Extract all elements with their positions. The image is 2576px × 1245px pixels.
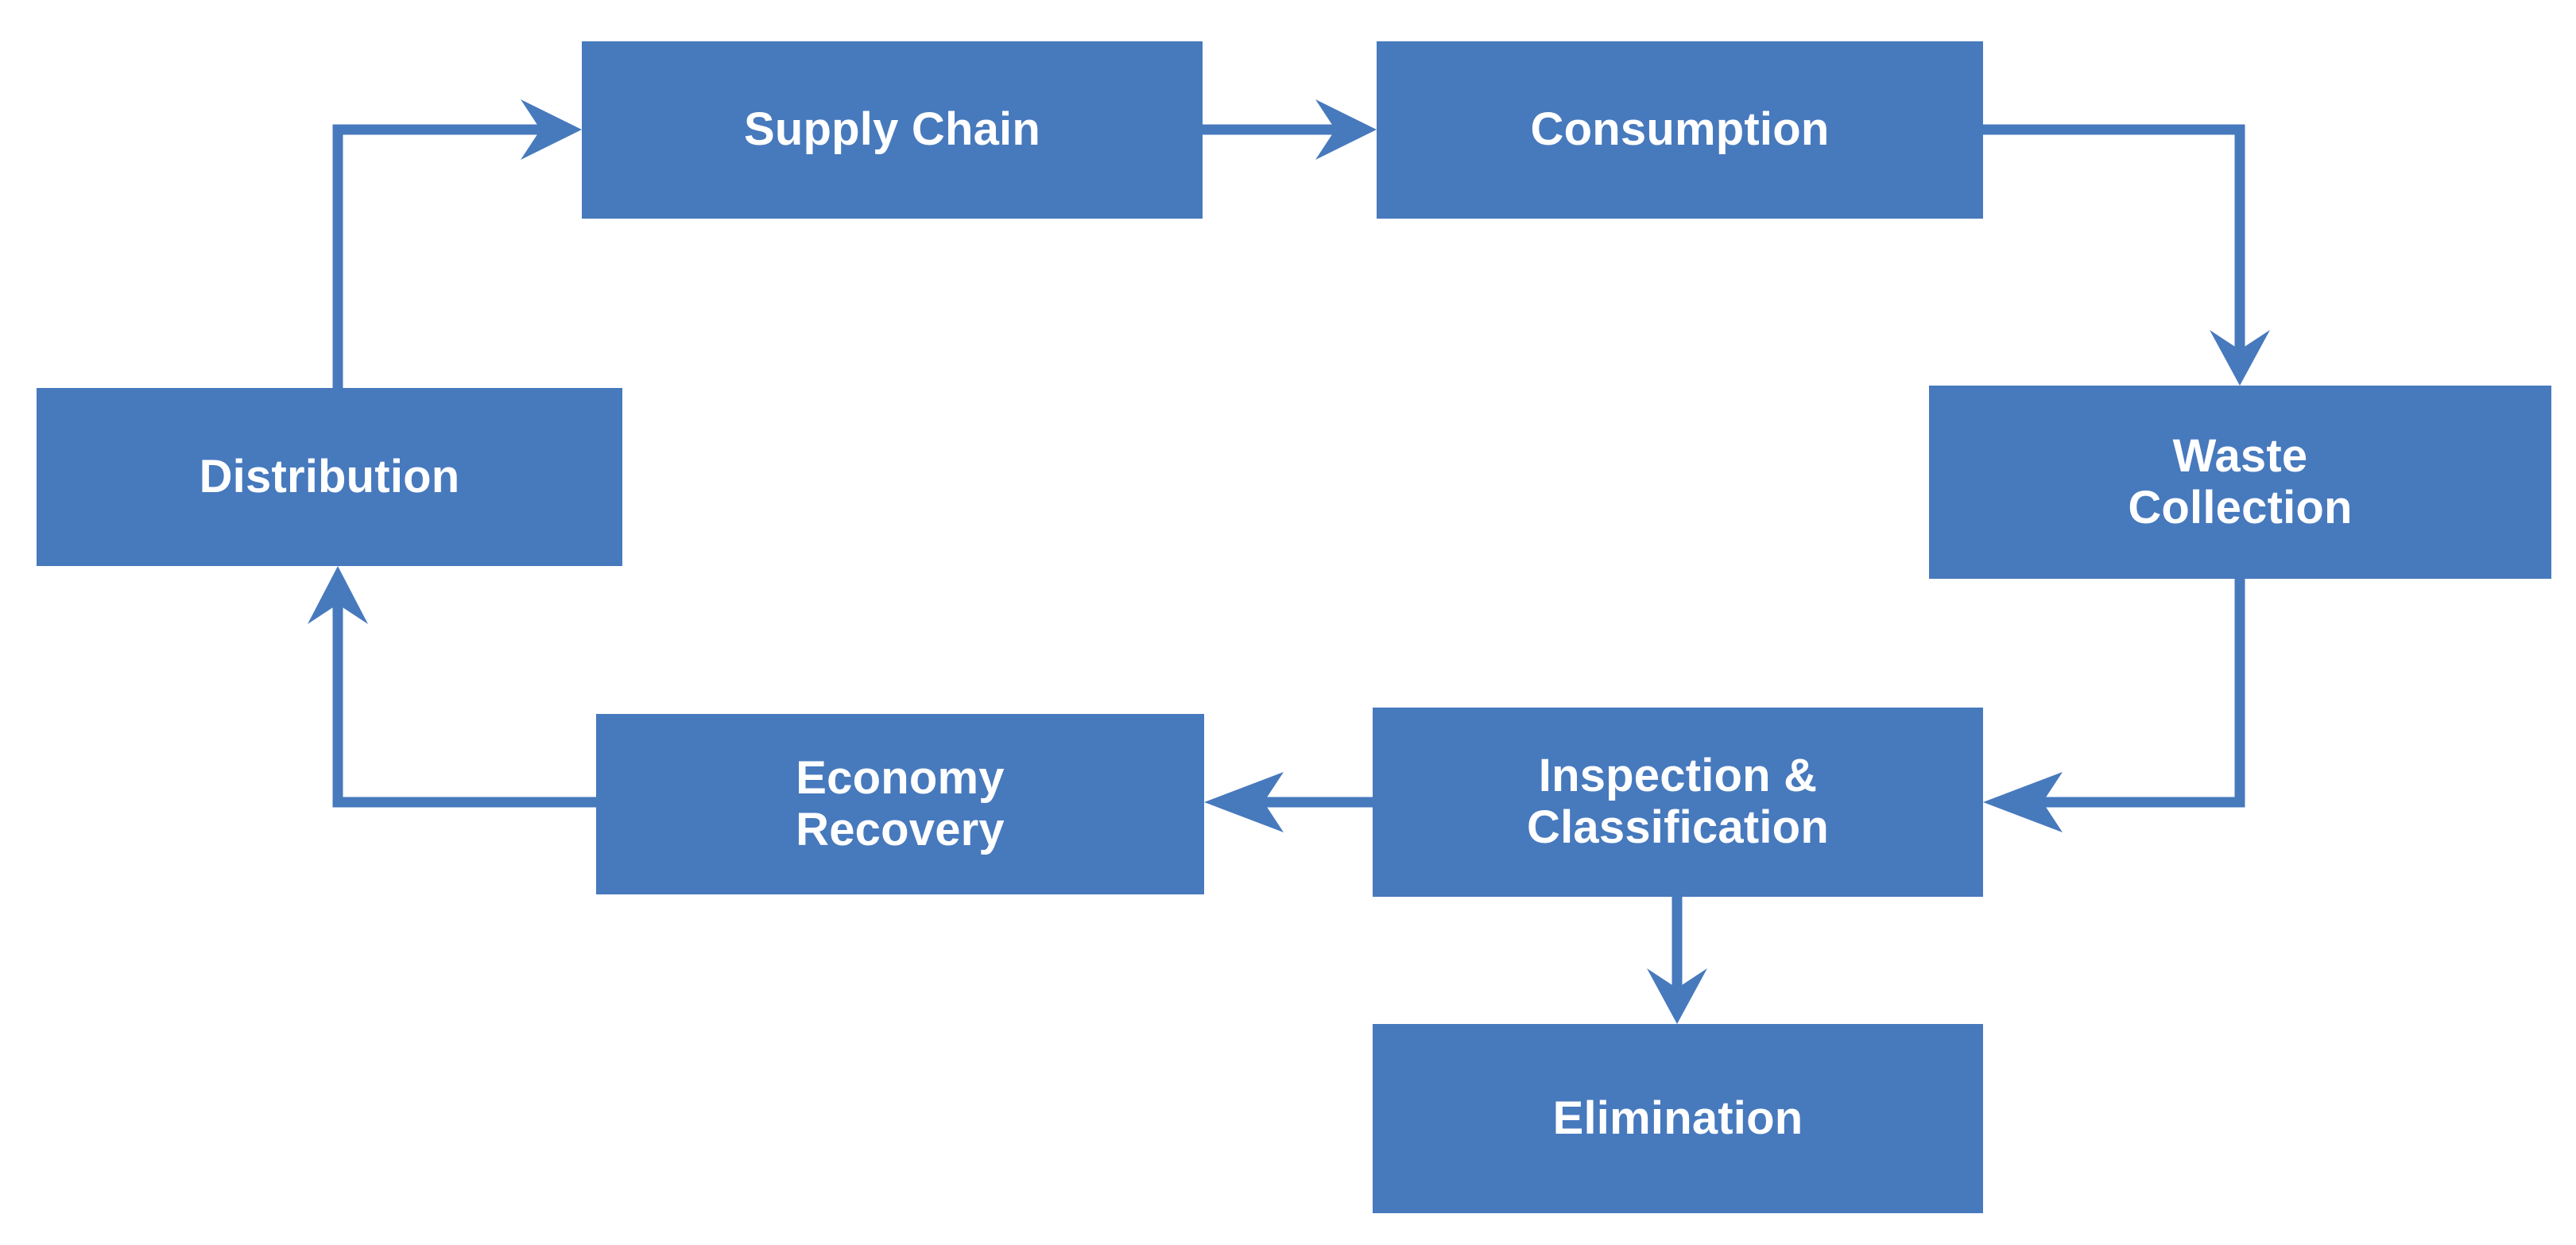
node-label-elimination: Elimination	[1552, 1092, 1803, 1144]
node-economy-recovery[interactable]: Economy Recovery	[596, 714, 1204, 894]
edge-economy-recovery-to-distribution	[308, 566, 596, 808]
node-label-distribution: Distribution	[199, 450, 460, 502]
edge-supply-chain-to-consumption	[1203, 99, 1377, 160]
node-waste-collection[interactable]: Waste Collection	[1929, 386, 2551, 579]
edge-waste-collection-to-inspection	[1983, 579, 2245, 832]
node-supply-chain[interactable]: Supply Chain	[582, 41, 1203, 219]
node-distribution[interactable]: Distribution	[37, 388, 622, 566]
edge-consumption-to-waste-collection	[1983, 124, 2270, 386]
edge-inspection-to-economy-recovery	[1204, 772, 1373, 832]
edge-inspection-to-elimination	[1647, 897, 1707, 1024]
node-inspection-classification[interactable]: Inspection & Classification	[1373, 708, 1983, 897]
node-label-consumption: Consumption	[1530, 103, 1830, 156]
node-label-economy-recovery: Economy Recovery	[796, 751, 1005, 855]
node-consumption[interactable]: Consumption	[1377, 41, 1983, 219]
node-label-inspection-classification: Inspection & Classification	[1527, 750, 1829, 853]
node-label-waste-collection: Waste Collection	[2128, 429, 2353, 533]
node-elimination[interactable]: Elimination	[1373, 1024, 1983, 1213]
edge-distribution-to-supply-chain	[332, 99, 582, 388]
node-label-supply-chain: Supply Chain	[744, 103, 1040, 156]
